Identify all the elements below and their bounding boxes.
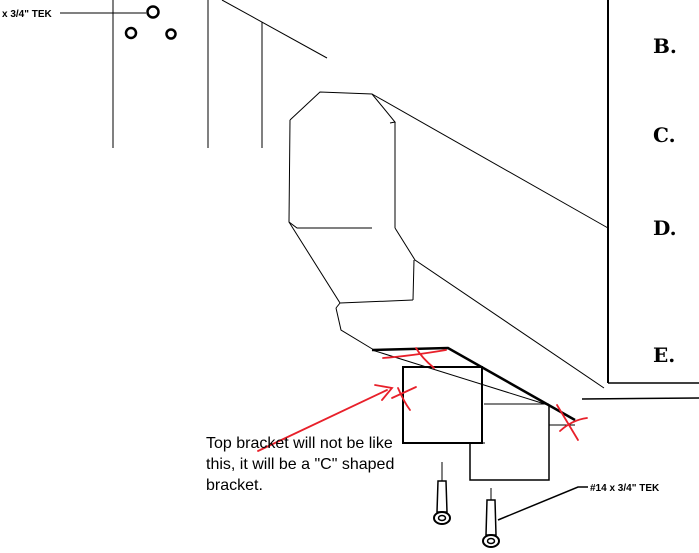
cross-top-1	[415, 347, 435, 369]
step-c-label: C.	[653, 123, 676, 147]
hole-3	[165, 28, 177, 40]
step-box	[581, 0, 699, 400]
step-b-label: B.	[653, 34, 677, 58]
cross-side-2	[397, 387, 411, 411]
screw-left	[433, 462, 451, 525]
fastener-holes	[60, 5, 177, 40]
front-bracket	[402, 366, 483, 444]
cross-top-2	[382, 349, 447, 359]
markup-arrow-line	[257, 389, 388, 452]
cross-right-1	[556, 404, 579, 441]
hole-1	[146, 5, 160, 19]
red-markup	[257, 347, 588, 452]
cross-right-2	[559, 417, 588, 432]
bottom-fastener-label: #14 x 3/4" TEK	[590, 483, 660, 494]
step-d-label: D.	[653, 216, 677, 240]
step-e-label: E.	[653, 343, 675, 367]
beam-elbow	[288, 91, 609, 389]
guide-lines	[112, 0, 263, 148]
hole-2	[124, 26, 138, 40]
markup-note: Top bracket will not be like this, it wi…	[206, 435, 395, 494]
markup-arrow-head	[374, 384, 394, 401]
cross-side-1	[391, 386, 417, 399]
screw-right	[482, 488, 500, 548]
bottom-fastener-leader	[497, 486, 588, 521]
rear-bracket	[465, 403, 575, 481]
rail-line	[221, 0, 328, 59]
top-fastener-label: x 3/4" TEK	[2, 9, 53, 20]
